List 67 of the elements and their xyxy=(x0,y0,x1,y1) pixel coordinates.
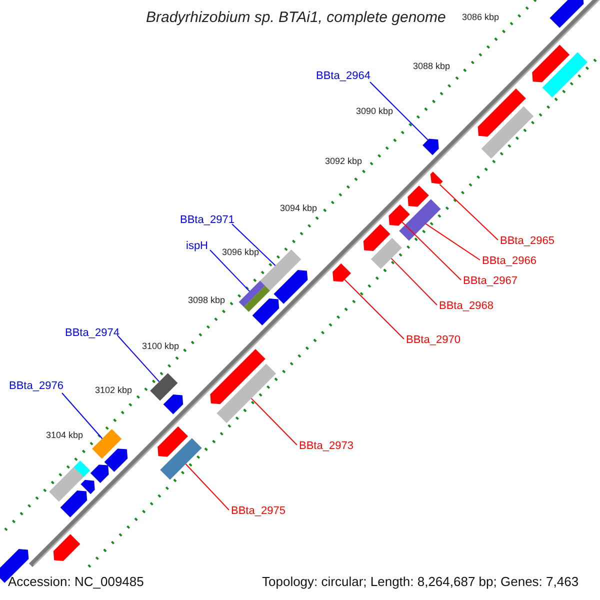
scale-label: 3102 kbp xyxy=(95,385,132,396)
gene-feature xyxy=(90,464,109,483)
scale-label: 3090 kbp xyxy=(356,106,394,117)
leader-line xyxy=(344,279,404,340)
gene-block xyxy=(216,364,276,424)
gene-block xyxy=(49,467,84,502)
gene-label: BBta_2973 xyxy=(299,440,354,453)
gene-block xyxy=(260,250,302,292)
gene-label: BBta_2976 xyxy=(9,380,64,393)
scale-label: 3100 kbp xyxy=(142,341,180,352)
gene-label: BBta_2974 xyxy=(65,327,120,340)
gene-block xyxy=(481,106,534,159)
gene-feature xyxy=(408,186,429,207)
gene-feature xyxy=(210,349,266,404)
gene-feature xyxy=(430,172,443,184)
scale-label: 3086 kbp xyxy=(462,12,500,23)
gene-feature xyxy=(158,426,188,457)
leader-line xyxy=(185,464,230,510)
gene-label: BBta_2968 xyxy=(439,300,494,313)
gene-label: BBta_2966 xyxy=(482,255,536,268)
scale-label: 3104 kbp xyxy=(46,430,84,441)
map-title: Bradyrhizobium sp. BTAi1, complete genome xyxy=(146,9,446,26)
scale-label: 3098 kbp xyxy=(188,295,226,306)
leader-line xyxy=(402,222,462,280)
gene-label: BBta_2975 xyxy=(231,505,286,518)
gene-block xyxy=(150,373,178,401)
scale-label: 3092 kbp xyxy=(325,156,362,167)
gene-block xyxy=(92,429,122,459)
gene-label: BBta_2971 xyxy=(180,214,234,227)
gene-block xyxy=(399,199,441,241)
footer-text: Accession: NC_009485 xyxy=(8,574,144,589)
gene-feature xyxy=(80,480,95,494)
scale-label: 3094 kbp xyxy=(280,203,318,214)
gene-label: ispH xyxy=(186,240,208,253)
leader-line xyxy=(370,82,428,140)
gene-block xyxy=(160,438,202,480)
gene-label: BBta_2965 xyxy=(500,235,554,248)
gene-feature xyxy=(252,298,280,326)
scale-label: 3088 kbp xyxy=(413,61,450,72)
gene-feature xyxy=(53,534,80,561)
gene-feature xyxy=(104,448,128,472)
gene-block xyxy=(542,52,588,98)
gene-feature xyxy=(274,270,308,304)
leader-line xyxy=(210,250,250,292)
gene-block xyxy=(370,238,402,269)
gene-feature xyxy=(422,138,439,156)
footer-text: Topology: circular; Length: 8,264,687 bp; Genes: 7,463 xyxy=(262,574,579,589)
scale-label: 3096 kbp xyxy=(222,247,260,258)
gene-feature xyxy=(60,490,88,518)
gene-feature xyxy=(363,224,390,251)
gene-feature xyxy=(550,0,584,28)
leader-line xyxy=(232,224,276,266)
gene-feature xyxy=(388,204,410,226)
gene-label: BBta_2967 xyxy=(463,275,518,288)
gene-feature xyxy=(532,44,570,82)
gene-label: BBta_2964 xyxy=(316,70,370,83)
leader-line xyxy=(425,223,480,260)
gene-feature xyxy=(332,263,351,282)
gene-feature xyxy=(478,88,526,137)
leader-line xyxy=(62,392,103,440)
gene-block xyxy=(238,280,270,312)
gene-label: BBta_2970 xyxy=(406,334,460,347)
leader-line xyxy=(390,258,438,306)
leader-line xyxy=(118,336,160,382)
leader-line xyxy=(250,398,298,446)
gene-feature xyxy=(163,394,184,414)
leader-line xyxy=(439,184,498,240)
